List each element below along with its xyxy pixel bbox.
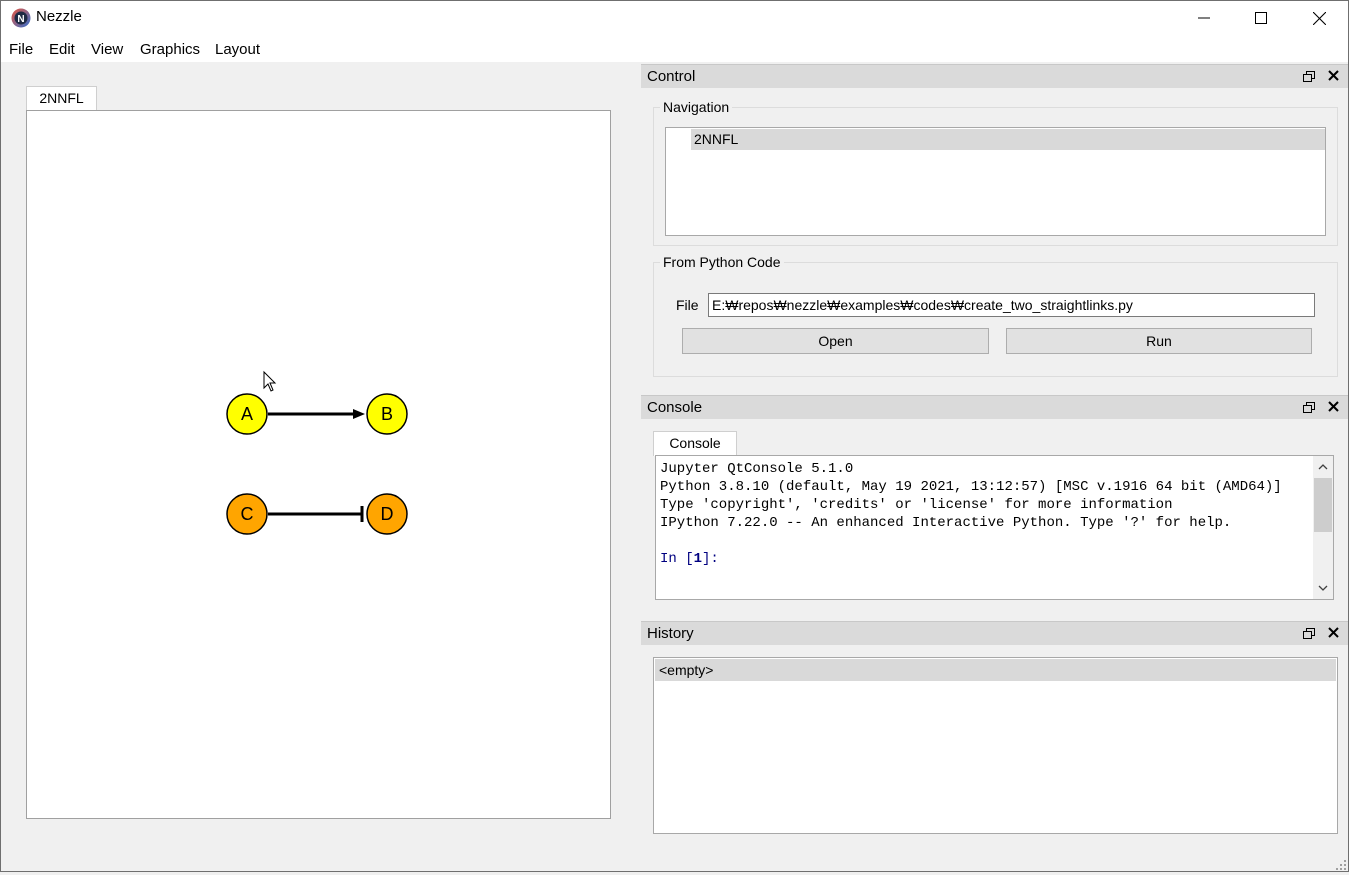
node-a-label: A: [241, 404, 253, 424]
tab-network-2nnfl[interactable]: 2NNFL: [26, 86, 97, 111]
python-code-group-label: From Python Code: [660, 254, 784, 270]
size-grip-icon[interactable]: [1335, 858, 1347, 870]
menu-bar: File Edit View Graphics Layout: [1, 36, 1348, 62]
node-b[interactable]: B: [366, 393, 408, 435]
app-logo-icon: N: [11, 8, 31, 28]
open-button[interactable]: Open: [682, 328, 989, 354]
console-line: Python 3.8.10 (default, May 19 2021, 13:…: [660, 479, 1282, 495]
tab-console[interactable]: Console: [653, 431, 737, 456]
maximize-button[interactable]: [1232, 0, 1290, 36]
minimize-button[interactable]: [1175, 0, 1233, 36]
dock-float-icon[interactable]: [1302, 70, 1316, 84]
file-label: File: [676, 297, 699, 313]
mouse-cursor-icon: [263, 370, 277, 392]
menu-file[interactable]: File: [9, 41, 34, 58]
network-graph[interactable]: A B C D: [27, 111, 610, 818]
console-line: IPython 7.22.0 -- An enhanced Interactiv…: [660, 515, 1232, 531]
console-dock-label: Console: [647, 399, 703, 416]
close-icon: [1312, 11, 1326, 25]
node-c[interactable]: C: [226, 493, 268, 535]
maximize-icon: [1255, 12, 1267, 24]
minimize-icon: [1198, 17, 1210, 19]
menu-view[interactable]: View: [91, 41, 124, 58]
history-item[interactable]: <empty>: [655, 659, 1336, 681]
history-dock-label: History: [647, 625, 694, 642]
console-line: Type 'copyright', 'credits' or 'license'…: [660, 497, 1173, 513]
scroll-down-button[interactable]: [1313, 579, 1333, 597]
chevron-down-icon: [1318, 585, 1328, 591]
node-d-label: D: [381, 504, 394, 524]
close-window-button[interactable]: [1290, 0, 1348, 36]
dock-close-icon[interactable]: [1327, 626, 1341, 640]
node-a[interactable]: A: [226, 393, 268, 435]
control-dock-title[interactable]: Control: [641, 64, 1348, 88]
dock-float-icon[interactable]: [1302, 401, 1316, 415]
navigation-item-2nnfl[interactable]: 2NNFL: [691, 129, 1325, 150]
dock-float-icon[interactable]: [1302, 627, 1316, 641]
menu-layout[interactable]: Layout: [215, 41, 261, 58]
menu-edit[interactable]: Edit: [49, 41, 75, 58]
console-prompt-number: 1: [693, 551, 703, 567]
title-bar: [0, 0, 1349, 36]
control-dock-label: Control: [647, 68, 696, 85]
menu-graphics[interactable]: Graphics: [140, 41, 201, 58]
run-button[interactable]: Run: [1006, 328, 1312, 354]
network-canvas[interactable]: A B C D: [26, 110, 611, 819]
console-dock-title[interactable]: Console: [641, 395, 1348, 419]
app-logo-letter: N: [17, 14, 24, 25]
console-scrollbar-thumb[interactable]: [1314, 478, 1332, 532]
node-d[interactable]: D: [366, 493, 408, 535]
window-title: Nezzle: [36, 8, 82, 25]
node-c-label: C: [241, 504, 254, 524]
history-list[interactable]: [653, 657, 1338, 834]
scroll-up-button[interactable]: [1313, 458, 1333, 476]
navigation-groupbox: [653, 107, 1338, 246]
console-line: Jupyter QtConsole 5.1.0: [660, 461, 854, 477]
console-line: [660, 532, 1282, 550]
chevron-up-icon: [1318, 464, 1328, 470]
node-b-label: B: [381, 404, 393, 424]
dock-close-icon[interactable]: [1327, 400, 1341, 414]
console-prompt[interactable]: In [1]:: [660, 551, 719, 567]
python-code-groupbox: [653, 262, 1338, 377]
file-path-input[interactable]: [708, 293, 1315, 317]
console-output-area[interactable]: [655, 455, 1334, 600]
edge-a-b-arrowhead: [353, 409, 365, 419]
navigation-group-label: Navigation: [660, 99, 733, 115]
dock-close-icon[interactable]: [1327, 69, 1341, 83]
history-dock-title[interactable]: History: [641, 621, 1348, 645]
